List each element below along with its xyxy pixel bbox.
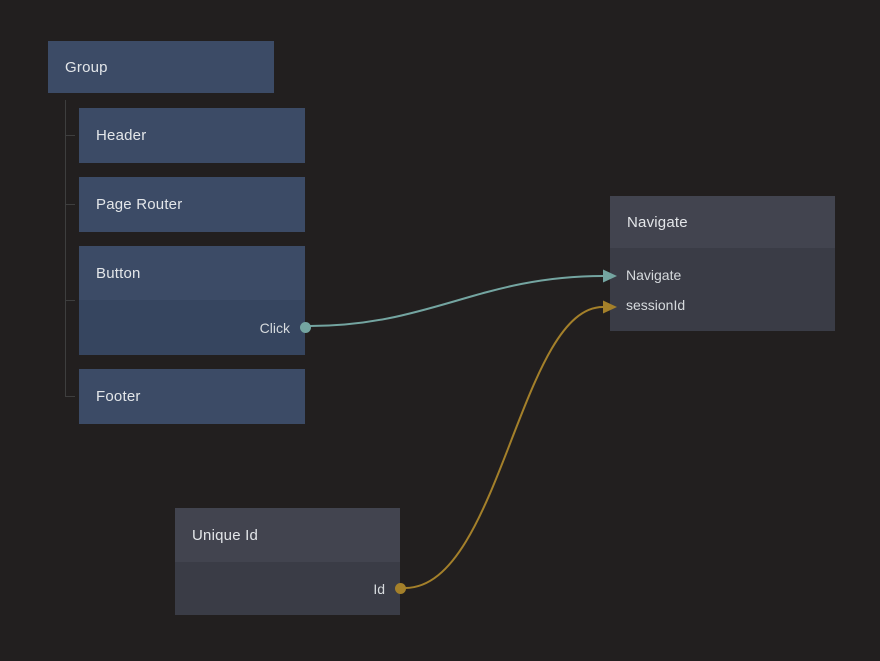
node-unique-id[interactable]: Unique Id Id bbox=[175, 508, 406, 615]
node-title: Navigate bbox=[627, 213, 688, 231]
node-title: Unique Id bbox=[192, 526, 259, 544]
input-port-label: Navigate bbox=[626, 267, 682, 283]
node-header-header: Header bbox=[79, 108, 305, 163]
tree-connector-tick bbox=[65, 204, 75, 205]
node-unique-id-header: Unique Id bbox=[175, 508, 400, 562]
navigate-input-port[interactable]: Navigate bbox=[610, 260, 835, 290]
node-title: Page Router bbox=[96, 196, 183, 213]
node-header[interactable]: Header bbox=[79, 108, 305, 163]
output-port-label: Click bbox=[259, 319, 290, 336]
node-navigate-ports: Navigate sessionId bbox=[610, 248, 835, 331]
node-title: Group bbox=[65, 58, 108, 76]
sessionid-input-port[interactable]: sessionId bbox=[610, 290, 835, 320]
node-page-router-header: Page Router bbox=[79, 177, 305, 232]
node-button[interactable]: Button Click bbox=[79, 246, 311, 355]
id-output-port[interactable] bbox=[395, 583, 406, 594]
node-title: Button bbox=[96, 264, 141, 282]
node-page-router[interactable]: Page Router bbox=[79, 177, 305, 232]
node-footer[interactable]: Footer bbox=[79, 369, 305, 424]
node-navigate-header: Navigate bbox=[610, 196, 835, 248]
tree-connector-tick bbox=[65, 300, 75, 301]
node-button-header: Button bbox=[79, 246, 305, 300]
connection-click-to-navigate[interactable] bbox=[309, 275, 604, 327]
node-group[interactable]: Group bbox=[48, 41, 274, 93]
connection-id-to-sessionid[interactable] bbox=[404, 306, 604, 589]
node-title: Footer bbox=[96, 388, 141, 405]
node-navigate[interactable]: Navigate Navigate sessionId bbox=[610, 196, 835, 331]
output-port-label: Id bbox=[373, 580, 385, 597]
node-unique-id-ports: Id bbox=[175, 562, 406, 615]
tree-connector-tick bbox=[65, 135, 75, 136]
node-footer-header: Footer bbox=[79, 369, 305, 424]
node-button-ports: Click bbox=[79, 300, 311, 355]
tree-connector-tick bbox=[65, 396, 75, 397]
click-output-port[interactable] bbox=[300, 322, 311, 333]
node-title: Header bbox=[96, 127, 147, 144]
input-port-label: sessionId bbox=[626, 297, 686, 313]
node-group-header: Group bbox=[48, 41, 274, 93]
tree-connector-line bbox=[65, 100, 66, 396]
